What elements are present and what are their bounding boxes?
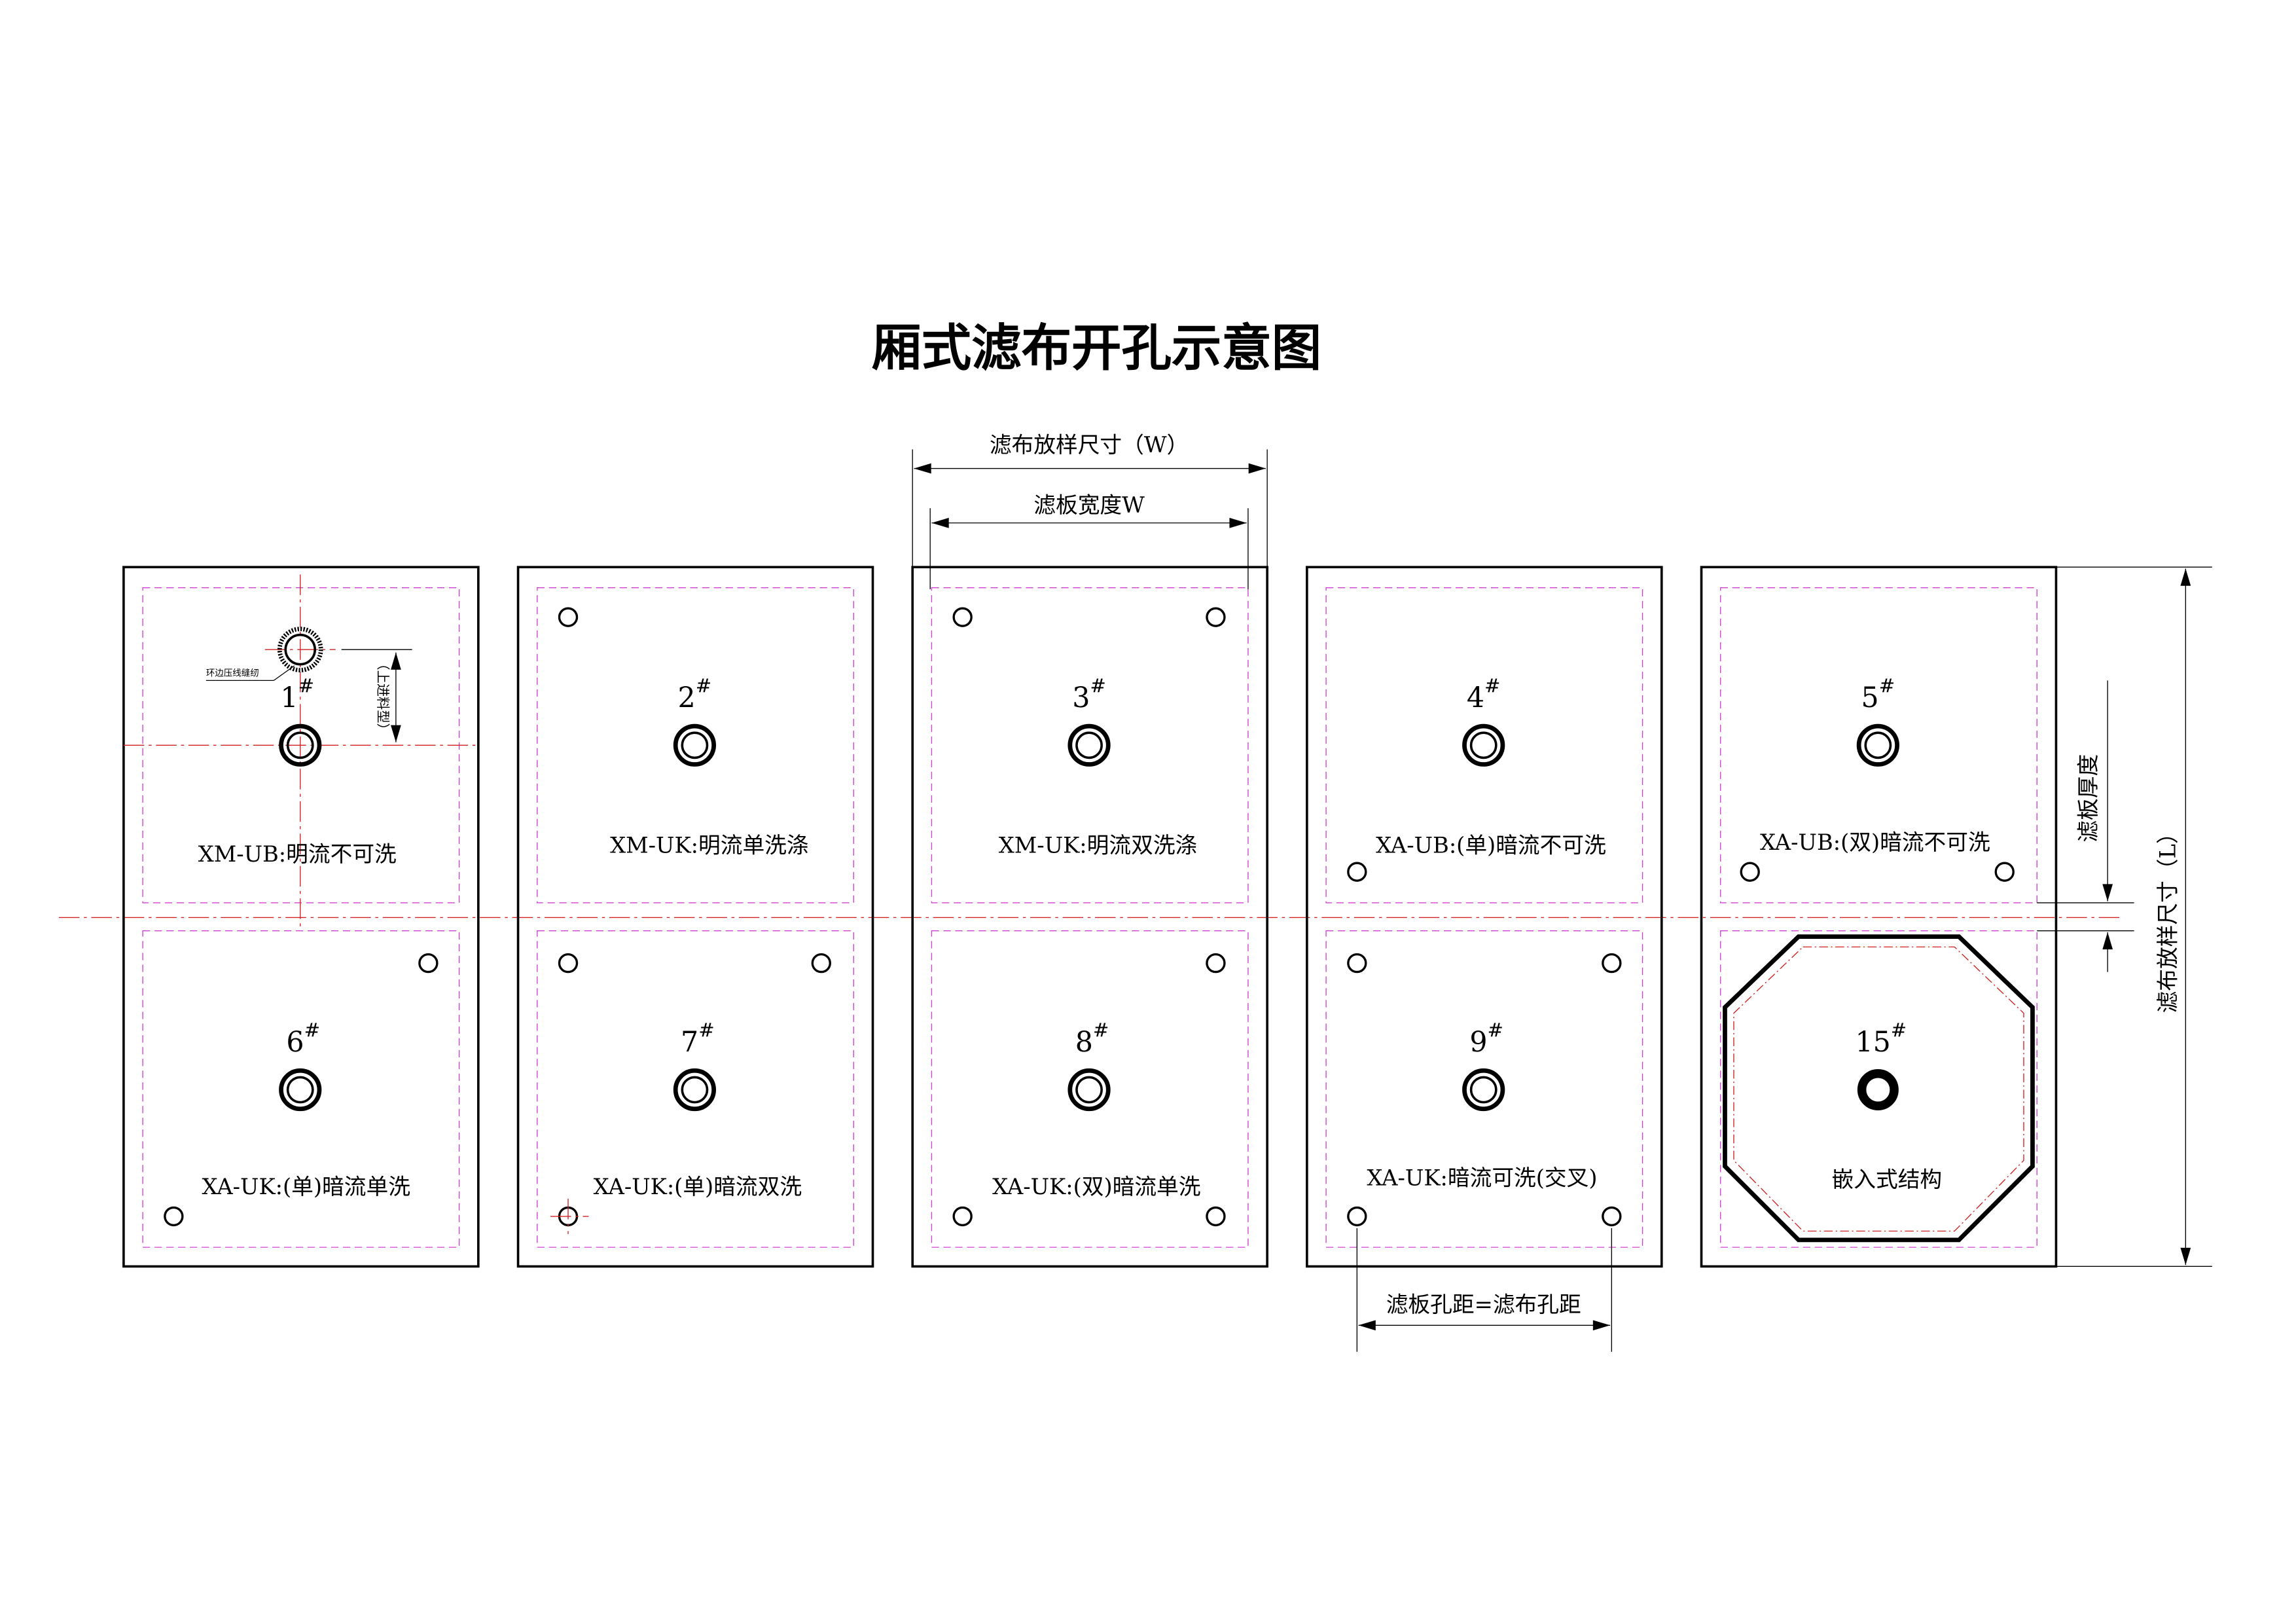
panel-label: XA-UK:(双)暗流单洗 [992,1174,1200,1199]
feed-hole-icon [1067,1068,1111,1112]
dimension-plate-thickness: 滤板厚度 [2037,680,2134,972]
dimension-plate-width: 滤板宽度W [929,492,1249,589]
svg-text:滤板宽度W: 滤板宽度W [1033,492,1145,518]
svg-text:滤布放样尺寸（W）: 滤布放样尺寸（W） [990,432,1189,458]
edge-stitch-note: 环边压线缝纫 [206,668,259,679]
feed-hole-icon [673,723,717,767]
embedded-structure-outline [1723,934,2035,1243]
panel-2-frame [516,566,874,1268]
panel-5-frame [1700,566,2058,1268]
panel-label: 嵌入式结构 [1832,1167,1943,1192]
feed-hole-icon [1856,723,1899,767]
corner-holes [164,607,2015,1234]
embedded-hole-icon [1857,1069,1899,1110]
panel-labels: XM-UB:明流不可洗 XM-UK:明流单洗涤 XM-UK:明流双洗涤 XA-U… [198,830,1990,1199]
panel-number: 1# [280,674,314,714]
panel-label: XM-UK:明流单洗涤 [610,832,809,858]
stitched-ring-icon [277,627,323,672]
panel-number: 9# [1469,1019,1503,1059]
panel-number: 7# [681,1019,715,1059]
feed-hole-icon [1462,723,1505,767]
panel-1-frame [122,566,480,1268]
center-holes [279,723,1899,1112]
panel-number: 5# [1861,674,1895,714]
dimension-cloth-width: 滤布放样尺寸（W） [912,432,1268,568]
panel-number: 3# [1072,674,1106,714]
feed-hole-icon [279,723,322,767]
panel-3-frame [911,566,1268,1268]
panel-1-details: 环边压线缝纫 （上进料型） [123,574,478,928]
feed-hole-icon [673,1068,717,1112]
svg-text:滤板孔距=滤布孔距: 滤板孔距=滤布孔距 [1386,1292,1581,1317]
panel-number: 8# [1075,1019,1109,1059]
panel-number: 2# [678,674,712,714]
panel-label: XA-UB:(单)暗流不可洗 [1376,832,1606,858]
svg-text:滤布放样尺寸（L）: 滤布放样尺寸（L） [2155,822,2181,1013]
panel-number: 15# [1855,1019,1907,1059]
panel-numbers: 1# 2# 3# 4# 5# 6# 7# 8# 9# 15# [280,674,1907,1059]
page-title: 厢式滤布开孔示意图 [871,319,1321,378]
panel-label: XM-UB:明流不可洗 [198,841,397,867]
panel-label: XA-UB:(双)暗流不可洗 [1760,830,1990,855]
panel-label: XA-UK:(单)暗流双洗 [594,1174,802,1199]
panel-frames [122,566,2058,1268]
panel-label: XA-UK:暗流可洗(交叉) [1367,1165,1597,1191]
panel-number: 4# [1467,674,1501,714]
panel-4-frame [1306,566,1663,1268]
panel-number: 6# [286,1019,320,1059]
top-feed-note: （上进料型） [375,657,391,736]
dimension-hole-pitch: 滤板孔距=滤布孔距 [1356,1228,1613,1352]
dimension-cloth-length: 滤布放样尺寸（L） [2056,566,2212,1267]
feed-hole-icon [1462,1068,1505,1112]
svg-text:滤板厚度: 滤板厚度 [2075,754,2101,843]
feed-hole-icon [1067,723,1111,767]
panel-label: XM-UK:明流双洗涤 [999,832,1197,858]
panel-label: XA-UK:(单)暗流单洗 [202,1174,410,1199]
feed-hole-icon [279,1068,322,1112]
